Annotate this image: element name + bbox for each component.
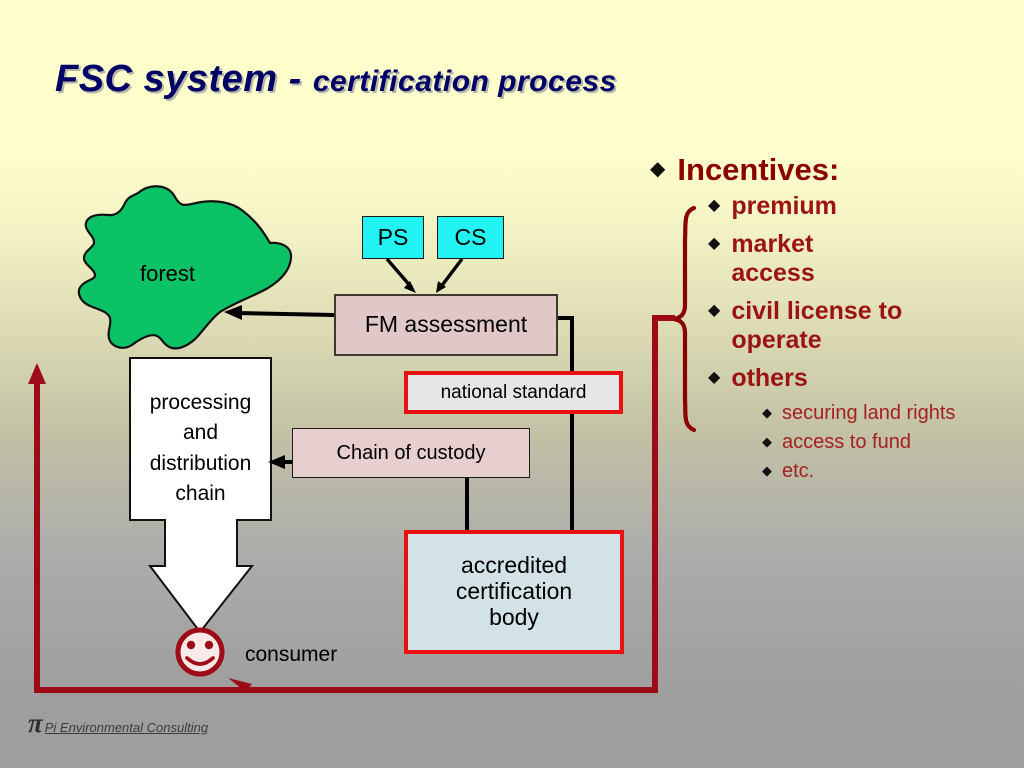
diamond-bullet-icon: ◆ — [762, 434, 772, 449]
fm-assessment-box[interactable]: FM assessment — [334, 294, 558, 356]
incentive-item-civil-license[interactable]: ◆ civil license to operate — [708, 297, 1024, 356]
footer: π Pi Environmental Consulting — [28, 708, 208, 739]
chain-of-custody-box[interactable]: Chain of custody — [292, 428, 530, 478]
ps-to-fm-arrow — [385, 257, 416, 293]
cs-label: CS — [454, 223, 487, 250]
diamond-bullet-icon: ◆ — [708, 234, 721, 252]
ps-box[interactable]: PS — [362, 216, 424, 259]
diamond-bullet-icon: ◆ — [708, 368, 721, 386]
fm-assessment-label: FM assessment — [364, 311, 528, 338]
incentive-item-label: others — [731, 363, 808, 392]
accredited-body-line2: certification — [455, 578, 573, 605]
diamond-bullet-icon: ◆ — [708, 197, 721, 214]
forest-label: forest — [140, 261, 196, 286]
fm-to-forest-arrow — [224, 305, 335, 320]
chain-of-custody-label: Chain of custody — [336, 441, 486, 464]
footer-company-name: Pi Environmental Consulting — [44, 720, 209, 735]
incentive-item-label: premium — [731, 192, 837, 220]
processing-chain-line1: processing — [149, 391, 252, 414]
diamond-bullet-icon: ◆ — [650, 158, 666, 180]
accredited-body-box[interactable]: accredited certification body — [404, 530, 624, 654]
incentive-subitem-etc[interactable]: ◆ etc. — [762, 459, 1024, 484]
accredited-body-line1: accredited — [460, 552, 568, 579]
processing-chain-box[interactable]: processing and distribution chain — [130, 358, 271, 633]
national-standard-label: national standard — [440, 381, 587, 403]
pi-logo-icon: π — [28, 708, 43, 738]
incentive-item-others[interactable]: ◆ others — [708, 364, 1024, 394]
cs-box[interactable]: CS — [437, 216, 504, 259]
ps-label: PS — [377, 223, 409, 250]
diamond-bullet-icon: ◆ — [708, 301, 721, 319]
feedback-loop-bottom — [34, 678, 655, 693]
processing-chain-line4: chain — [175, 482, 226, 506]
incentives-heading: Incentives: — [677, 152, 840, 187]
page-title: FSC system - certification process — [55, 58, 617, 101]
national-standard-box[interactable]: national standard — [404, 371, 623, 414]
incentive-subitem-label: etc. — [782, 460, 815, 482]
incentive-item-premium[interactable]: ◆ premium — [708, 192, 1024, 222]
cs-to-fm-arrow — [436, 257, 464, 293]
processing-chain-line3: distribution — [149, 451, 252, 475]
title-main: FSC system - — [55, 58, 313, 100]
coc-to-processing-arrow — [268, 455, 292, 469]
processing-chain-line2: and — [182, 421, 219, 445]
incentive-item-label: market access — [731, 229, 815, 288]
accredited-body-line3: body — [489, 603, 539, 630]
incentives-heading-row: ◆ Incentives: — [650, 152, 1024, 188]
incentives-panel: ◆ Incentives: ◆ premium ◆ market access … — [650, 152, 1024, 488]
incentive-subitem-label: securing land rights — [782, 402, 956, 424]
incentive-subitem-access-to-fund[interactable]: ◆ access to fund — [762, 430, 1024, 455]
feedback-loop-left — [28, 363, 46, 690]
title-sub: certification process — [312, 65, 617, 98]
diamond-bullet-icon: ◆ — [762, 405, 772, 420]
smiley-icon — [175, 627, 225, 677]
diamond-bullet-icon: ◆ — [762, 463, 772, 478]
processing-chain-label: processing and distribution chain — [130, 388, 271, 510]
incentive-subitem-securing-land-rights[interactable]: ◆ securing land rights — [762, 401, 1024, 426]
consumer-label: consumer — [245, 643, 338, 666]
incentive-subitem-label: access to fund — [782, 431, 911, 453]
incentive-item-label: civil license to operate — [731, 296, 903, 355]
incentive-item-market-access[interactable]: ◆ market access — [708, 230, 1024, 289]
